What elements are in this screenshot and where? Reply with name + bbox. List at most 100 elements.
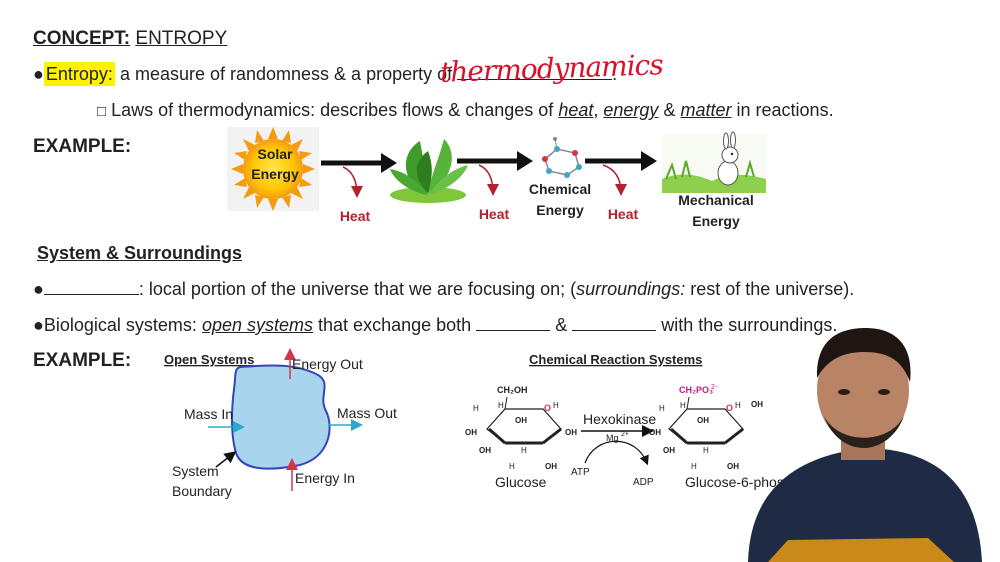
ampersand: & [663,100,676,120]
glucose-structure: CH₂OH O H H H OH OH OH OH H H OH Glucose [465,385,577,490]
oh-label: OH [479,446,491,455]
open-systems-word: open systems [201,315,314,335]
bullet: ● [33,279,44,299]
bio-mid: that exchange both [318,315,472,335]
handwritten-thermodynamics: thermodynamics [439,48,664,89]
o-label: O [726,403,733,413]
chemical-reaction-diagram: Chemical Reaction Systems CH₂OH O H H H … [465,352,785,490]
rabbit-icon [662,131,766,193]
h-label: H [659,404,665,413]
matter-word: matter [680,100,732,120]
flow-arrow-2 [457,151,533,196]
system-boundary-label-1: System [172,463,219,479]
ampersand: & [555,315,568,335]
mechanical-label-2: Energy [692,213,740,229]
ch2po3-label: CH₂PO₃ [679,385,713,395]
energy-word: energy [603,100,659,120]
system-blank [43,279,139,295]
bullet: ● [33,315,44,335]
mg-label: Mg [606,433,619,443]
h-label: H [703,446,709,455]
flow-arrow-3 [585,151,657,196]
adp-label: ADP [633,477,654,488]
system-surroundings-heading: System & Surroundings [37,243,243,263]
oh-label: OH [465,428,477,437]
oh-label: OH [565,428,577,437]
glucose-molecule-icon [542,137,582,178]
oh-label: OH [697,416,709,425]
h-label: H [735,401,741,410]
laws-line: □ Laws of thermodynamics: describes flow… [97,100,834,121]
chemical-label-2: Energy [536,202,584,218]
bio-blank-1 [476,315,551,331]
energy-flow-diagram: Solar Energy Heat Heat Chemical Energy [227,127,766,229]
energy-in-label: Energy In [295,470,355,486]
glucose-label: Glucose [495,474,547,490]
bio-post: with the surroundings. [661,315,838,335]
bio-systems-line: ●Biological systems: open systems that e… [33,315,837,336]
laws-pre: Laws of thermodynamics: describes flows … [111,100,554,120]
mg-superscript: 2+ [621,431,629,438]
example-label-2: EXAMPLE: [33,350,132,371]
bio-pre: Biological systems: [43,315,197,335]
flow-arrow-1 [321,153,397,198]
h-label: H [521,446,527,455]
h-label: H [553,401,559,410]
oh-label: OH [751,400,763,409]
heat-label-1: Heat [340,208,371,224]
system-definition: ● : local portion of the universe that we… [33,279,854,300]
oh-label: OH [515,416,527,425]
system-rest: rest of the universe). [690,279,855,299]
h-label: H [498,401,504,410]
ch2po3-sup: 2- [711,384,718,391]
heat-word: heat [558,100,594,120]
chem-reaction-title: Chemical Reaction Systems [529,352,702,367]
entropy-definition-text: a measure of randomness & a property of [119,64,453,84]
bio-blank-2 [572,315,657,331]
mechanical-label-1: Mechanical [678,192,753,208]
hexokinase-label: Hexokinase [583,411,656,427]
surroundings-word: surroundings: [576,279,686,299]
sun-icon [227,127,319,211]
system-after: : local portion of the universe that we … [138,279,577,299]
comma: , [593,100,599,120]
concept-title: CONCEPT: ENTROPY [33,28,227,50]
open-systems-title: Open Systems [164,352,254,367]
h-label: H [691,462,697,471]
example-label-1: EXAMPLE: [33,136,132,157]
open-systems-diagram: Open Systems Energy Out Mass In Mass Out… [164,348,397,499]
concept-label: CONCEPT: [33,28,131,49]
heat-label-3: Heat [608,206,639,222]
checkbox-icon: □ [97,103,107,120]
h-label: H [473,404,479,413]
oh-label: OH [663,446,675,455]
entropy-term: Entropy: [43,62,115,86]
g6p-label: Glucose-6-phosp [685,474,785,490]
system-boundary-shape [231,364,331,470]
plant-icon [390,139,468,203]
h-label: H [680,401,686,410]
oh-label: OH [649,428,661,437]
solar-label-2: Energy [251,166,299,182]
presenter-video [748,328,982,562]
presenter-avatar [748,328,982,562]
reaction-arrow: Hexokinase Mg 2+ ATP ADP [571,411,656,488]
system-boundary-label-2: Boundary [172,483,232,499]
solar-label-1: Solar [257,146,293,162]
heat-label-2: Heat [479,206,510,222]
ch2oh-label: CH₂OH [497,385,528,395]
g6p-structure: CH₂PO₃ 2- O H H H OH OH OH OH H H OH Glu… [649,384,785,490]
o-label: O [544,403,551,413]
energy-out-label: Energy Out [292,356,363,372]
concept-name: ENTROPY [135,28,228,49]
mass-out-label: Mass Out [337,405,397,421]
oh-label: OH [727,462,739,471]
mass-in-label: Mass In [184,406,233,422]
laws-post: in reactions. [736,100,834,120]
bullet: ● [33,64,44,84]
h-label: H [509,462,515,471]
atp-label: ATP [571,467,590,478]
chemical-label-1: Chemical [529,181,591,197]
entropy-definition: ●Entropy: a measure of randomness & a pr… [33,62,618,86]
period: . [612,64,618,84]
